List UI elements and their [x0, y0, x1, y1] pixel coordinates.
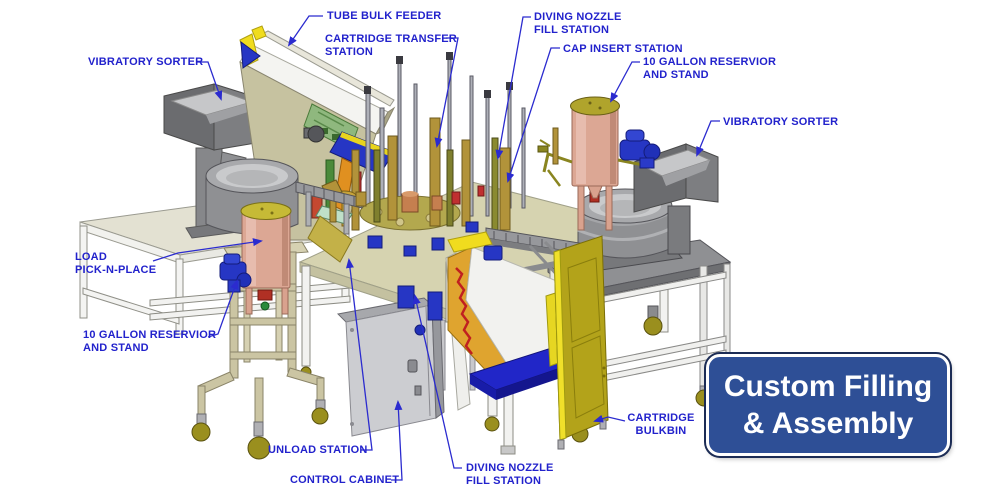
label-line: TUBE BULK FEEDER — [327, 10, 442, 22]
leader-tube-bulk-feeder — [287, 15, 323, 47]
leader-control-cabinet — [391, 400, 403, 481]
label-ten-gallon-reservior-left: 10 GALLON RESERVIOR AND STAND — [83, 329, 216, 354]
label-line: VIBRATORY SORTER — [723, 116, 839, 128]
label-line: LOAD — [75, 251, 107, 263]
leader-cartridge-transfer-station — [434, 37, 459, 148]
leader-cartridge-bulkbin — [593, 414, 626, 423]
load-conveyor-illustration — [295, 181, 367, 235]
label-diving-nozzle-fill-station-bottom: DIVING NOZZLE FILL STATION — [466, 462, 554, 487]
label-control-cabinet: CONTROL CABINET — [290, 474, 399, 487]
cartridge-bulkbin-illustration — [545, 235, 609, 450]
label-vibratory-sorter-right: VIBRATORY SORTER — [723, 116, 838, 129]
label-line: CARTRIDGE TRANSFER — [325, 33, 457, 45]
label-tube-bulk-feeder: TUBE BULK FEEDER — [327, 10, 441, 23]
label-line: AND STAND — [643, 68, 709, 81]
leader-diving-nozzle-bottom — [412, 294, 462, 469]
label-vibratory-sorter-left: VIBRATORY SORTER — [88, 56, 203, 69]
label-cartridge-bulkbin: CARTRIDGE BULKBIN — [618, 412, 704, 437]
leader-ten-gallon-left — [207, 279, 239, 338]
label-line: FILL STATION — [534, 23, 610, 36]
label-line: 10 GALLON RESERVIOR — [83, 329, 217, 341]
leader-diving-nozzle-top — [495, 16, 531, 160]
leader-vibratory-sorter-left — [196, 61, 223, 101]
leader-unload-station — [345, 258, 373, 451]
label-line: CAP INSERT STATION — [563, 43, 683, 55]
right-reservoir-illustration — [537, 96, 661, 231]
label-unload-station: UNLOAD STATION — [268, 444, 368, 457]
label-line: CARTRIDGE — [627, 412, 695, 424]
badge-line2: & Assembly — [742, 407, 914, 440]
label-line: 10 GALLON RESERVIOR — [643, 56, 777, 68]
badge-custom-filling-assembly: Custom Filling & Assembly — [706, 354, 950, 456]
label-ten-gallon-reservior-right: 10 GALLON RESERVIOR AND STAND — [643, 56, 776, 81]
label-line: FILL STATION — [466, 474, 542, 487]
label-line: VIBRATORY SORTER — [88, 56, 204, 68]
left-reservoir-illustration — [219, 202, 292, 315]
label-line: STATION — [325, 45, 374, 58]
label-line: BULKBIN — [635, 424, 687, 437]
leader-cap-insert-station — [506, 47, 560, 183]
label-cartridge-transfer-station: CARTRIDGE TRANSFER STATION — [325, 33, 457, 58]
callout-leader-lines — [152, 15, 720, 481]
label-diving-nozzle-fill-station-top: DIVING NOZZLE FILL STATION — [534, 11, 622, 36]
label-line: PICK-N-PLACE — [75, 263, 157, 276]
label-line: UNLOAD STATION — [268, 444, 368, 456]
label-load-pick-n-place: LOAD PICK-N-PLACE — [75, 251, 156, 276]
leader-ten-gallon-right — [610, 61, 640, 103]
label-line: AND STAND — [83, 341, 149, 354]
label-line: CONTROL CABINET — [290, 474, 400, 486]
label-line: DIVING NOZZLE — [466, 462, 554, 474]
leader-vibratory-sorter-right — [696, 120, 720, 157]
badge-line1: Custom Filling — [723, 370, 933, 403]
label-cap-insert-station: CAP INSERT STATION — [563, 43, 683, 56]
leader-load-pick-n-place — [152, 238, 263, 262]
label-line: DIVING NOZZLE — [534, 11, 622, 23]
